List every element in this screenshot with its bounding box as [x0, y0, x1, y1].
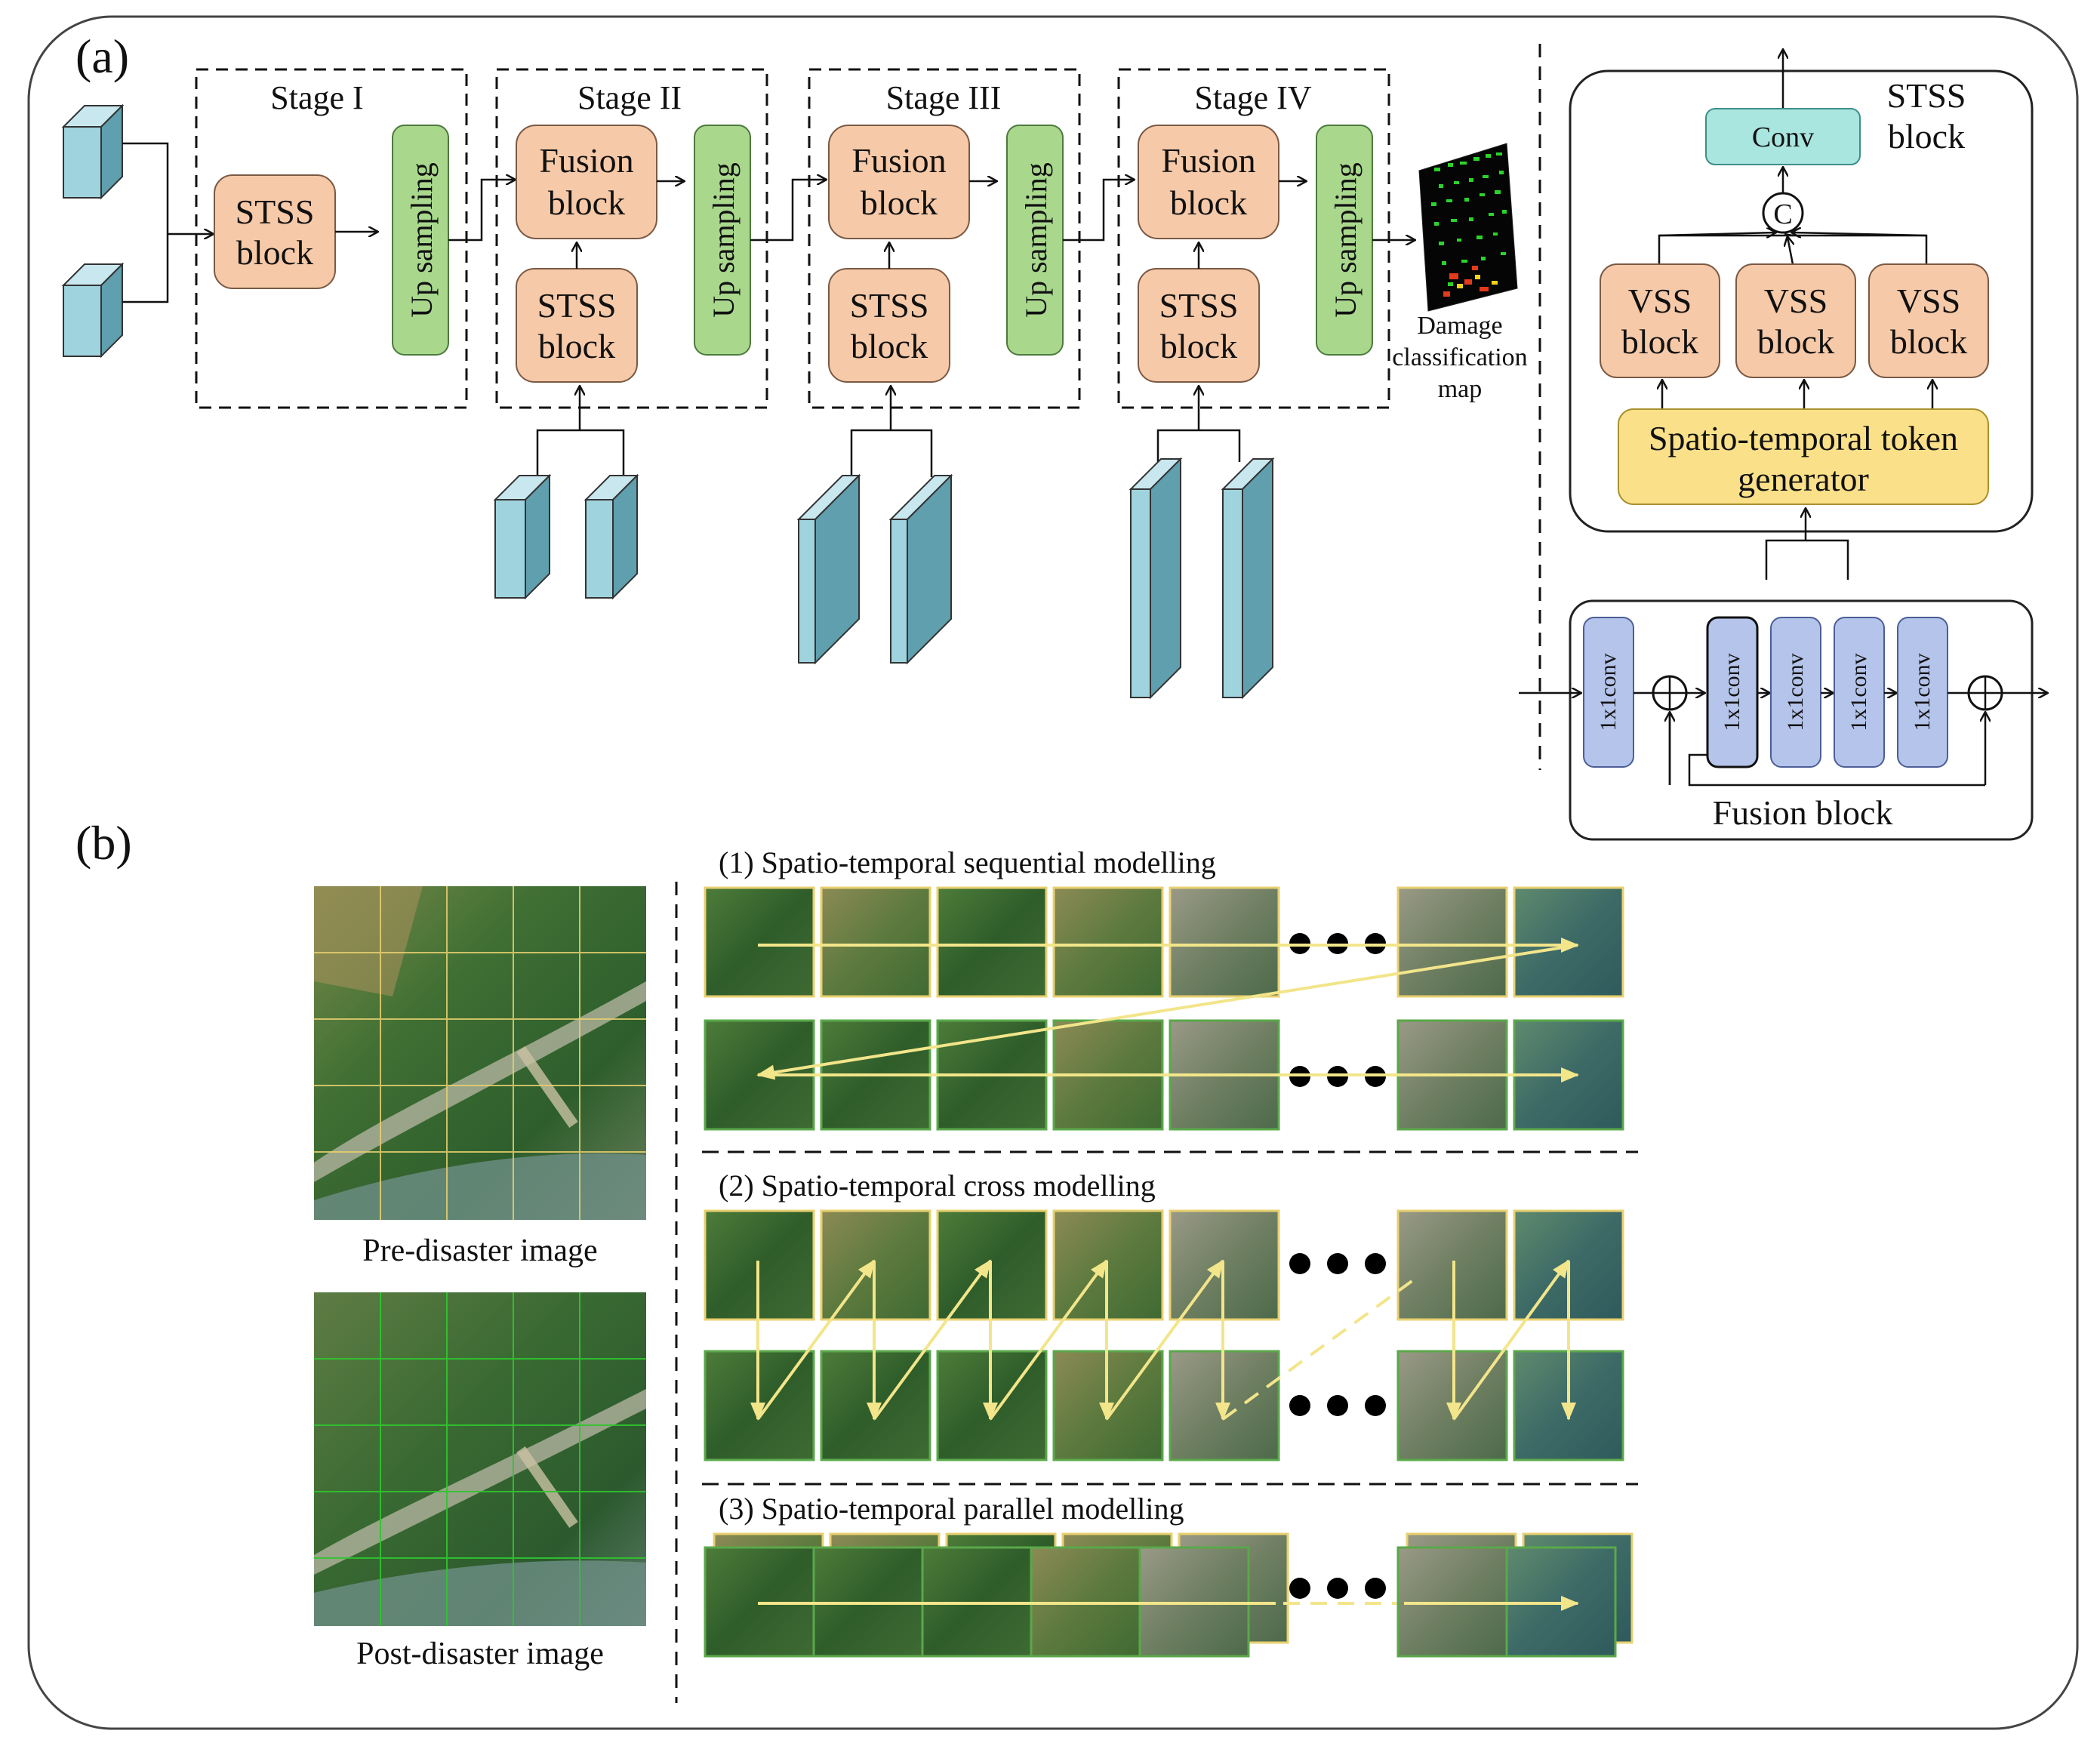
- ellipsis-dots: [1289, 1578, 1386, 1599]
- ellipsis-dots: [1289, 1253, 1386, 1416]
- vss-label-line2: block: [1757, 322, 1834, 361]
- stage-4-feature-pre: [1129, 457, 1183, 700]
- skip-line: [1688, 753, 1985, 787]
- stage-3-feature-post: [888, 473, 953, 665]
- sequential-pre-row: [704, 886, 1624, 998]
- stage-4-feature-post: [1221, 457, 1275, 700]
- stage-1-title: Stage I: [270, 79, 363, 116]
- concat-icon: [1762, 192, 1804, 234]
- stss-label-line1: STSS: [537, 286, 617, 325]
- stage-2-feature-post: [584, 473, 639, 600]
- concat-symbol: C: [1773, 199, 1792, 230]
- stage-3-input-lines: [850, 429, 933, 477]
- conv-label: 1x1conv: [1783, 653, 1808, 731]
- vss-label-line1: VSS: [1764, 282, 1827, 320]
- fusion-detail-frame: [1569, 599, 2034, 841]
- upsampling-label: Up sampling: [1329, 162, 1363, 318]
- stss-detail-frame: [1569, 69, 2034, 533]
- fusion-label-line2: block: [1170, 183, 1247, 222]
- cross-scan-arrows: [750, 1259, 1576, 1421]
- damage-classification-map: [1418, 143, 1518, 312]
- stage-2-title: Stage II: [577, 79, 682, 116]
- map-caption-line3: map: [1438, 375, 1483, 403]
- vss-right-arrow: [1792, 233, 1927, 236]
- input-cube-pre: [61, 103, 125, 200]
- stage-2-input-lines: [536, 429, 625, 477]
- stss-detail-title-line2: block: [1888, 117, 1965, 156]
- vss-block-1: [1600, 263, 1720, 378]
- outer-frame: [27, 15, 2079, 1730]
- vss-label-line1: VSS: [1897, 282, 1960, 320]
- panel-a-label: (a): [75, 29, 129, 83]
- cross-post-row: [704, 1350, 1624, 1461]
- fusion-label-line2: block: [861, 183, 938, 222]
- pre-disaster-caption: Pre-disaster image: [362, 1233, 597, 1268]
- token-generator-line1: Spatio-temporal token: [1649, 419, 1958, 457]
- vss-label-line2: block: [1890, 322, 1967, 361]
- stage-1-box: [195, 68, 468, 409]
- stage-2-to-3-arrow: [750, 180, 826, 242]
- map-caption-line2: classification: [1392, 343, 1527, 371]
- upsampling-label: Up sampling: [707, 162, 741, 318]
- token-generator-line2: generator: [1738, 460, 1869, 498]
- vss-label-line2: block: [1621, 322, 1698, 361]
- stss-label-line1: STSS: [850, 286, 929, 325]
- pre-disaster-image: [314, 886, 646, 1220]
- ellipsis-dots: [1289, 933, 1386, 1087]
- stss-label-line2: block: [851, 327, 928, 365]
- upsampling-label: Up sampling: [405, 162, 439, 318]
- stage-1-to-2-arrow: [448, 180, 515, 242]
- stss-label-line1: STSS: [236, 192, 315, 231]
- post-disaster-image: [314, 1292, 646, 1626]
- vss-center-arrow: [1787, 237, 1793, 265]
- fusion-label-line2: block: [548, 183, 625, 222]
- post-disaster-caption: Post-disaster image: [356, 1637, 604, 1671]
- stage-4-input-lines: [1156, 429, 1241, 462]
- stage-2-feature-pre: [493, 473, 552, 600]
- stage-3-feature-pre: [796, 473, 861, 665]
- input-merge-line: [122, 142, 169, 303]
- stage-4-box: [1117, 68, 1390, 409]
- stss-label-line2: block: [538, 327, 615, 365]
- stss-label-line2: block: [236, 233, 313, 272]
- vss-left-arrow: [1658, 233, 1775, 236]
- vss-label-line1: VSS: [1628, 282, 1692, 320]
- fusion-detail-title: Fusion block: [1713, 793, 1893, 832]
- conv-label: 1x1conv: [1596, 653, 1621, 731]
- stss-label-line1: STSS: [1159, 286, 1239, 325]
- upsampling-label: Up sampling: [1019, 162, 1053, 318]
- fusion-label-line1: Fusion: [1161, 141, 1255, 180]
- stage-3-box: [808, 68, 1081, 409]
- method-3-title: (3) Spatio-temporal parallel modelling: [719, 1492, 1184, 1526]
- method-2-title: (2) Spatio-temporal cross modelling: [719, 1169, 1156, 1203]
- vss-block-3: [1868, 263, 1989, 378]
- stage-2-box: [495, 68, 768, 409]
- conv-label: 1x1conv: [1846, 653, 1871, 731]
- input-cube-post: [61, 262, 125, 359]
- stss-detail-conv: [1705, 108, 1861, 165]
- method-1-title: (1) Spatio-temporal sequential modelling: [719, 845, 1216, 879]
- stage-3-to-4-arrow: [1063, 180, 1134, 242]
- sequential-scan-arrows: [756, 938, 1579, 1082]
- conv-label: 1x1conv: [1720, 653, 1744, 731]
- stage-3-title: Stage III: [886, 79, 1002, 116]
- conv-label: 1x1conv: [1910, 653, 1935, 731]
- stage-4-title: Stage IV: [1194, 79, 1311, 116]
- stss-detail-conv-label: Conv: [1752, 122, 1814, 153]
- fusion-label-line1: Fusion: [851, 141, 946, 180]
- token-input-lines: [1765, 539, 1849, 580]
- fusion-label-line1: Fusion: [539, 141, 633, 180]
- stss-detail-title-line1: STSS: [1887, 76, 1966, 115]
- token-generator: [1618, 408, 1989, 505]
- panel-b-label: (b): [75, 816, 132, 870]
- vss-block-2: [1735, 263, 1856, 378]
- stss-label-line2: block: [1160, 327, 1237, 365]
- map-caption-line1: Damage: [1417, 312, 1502, 340]
